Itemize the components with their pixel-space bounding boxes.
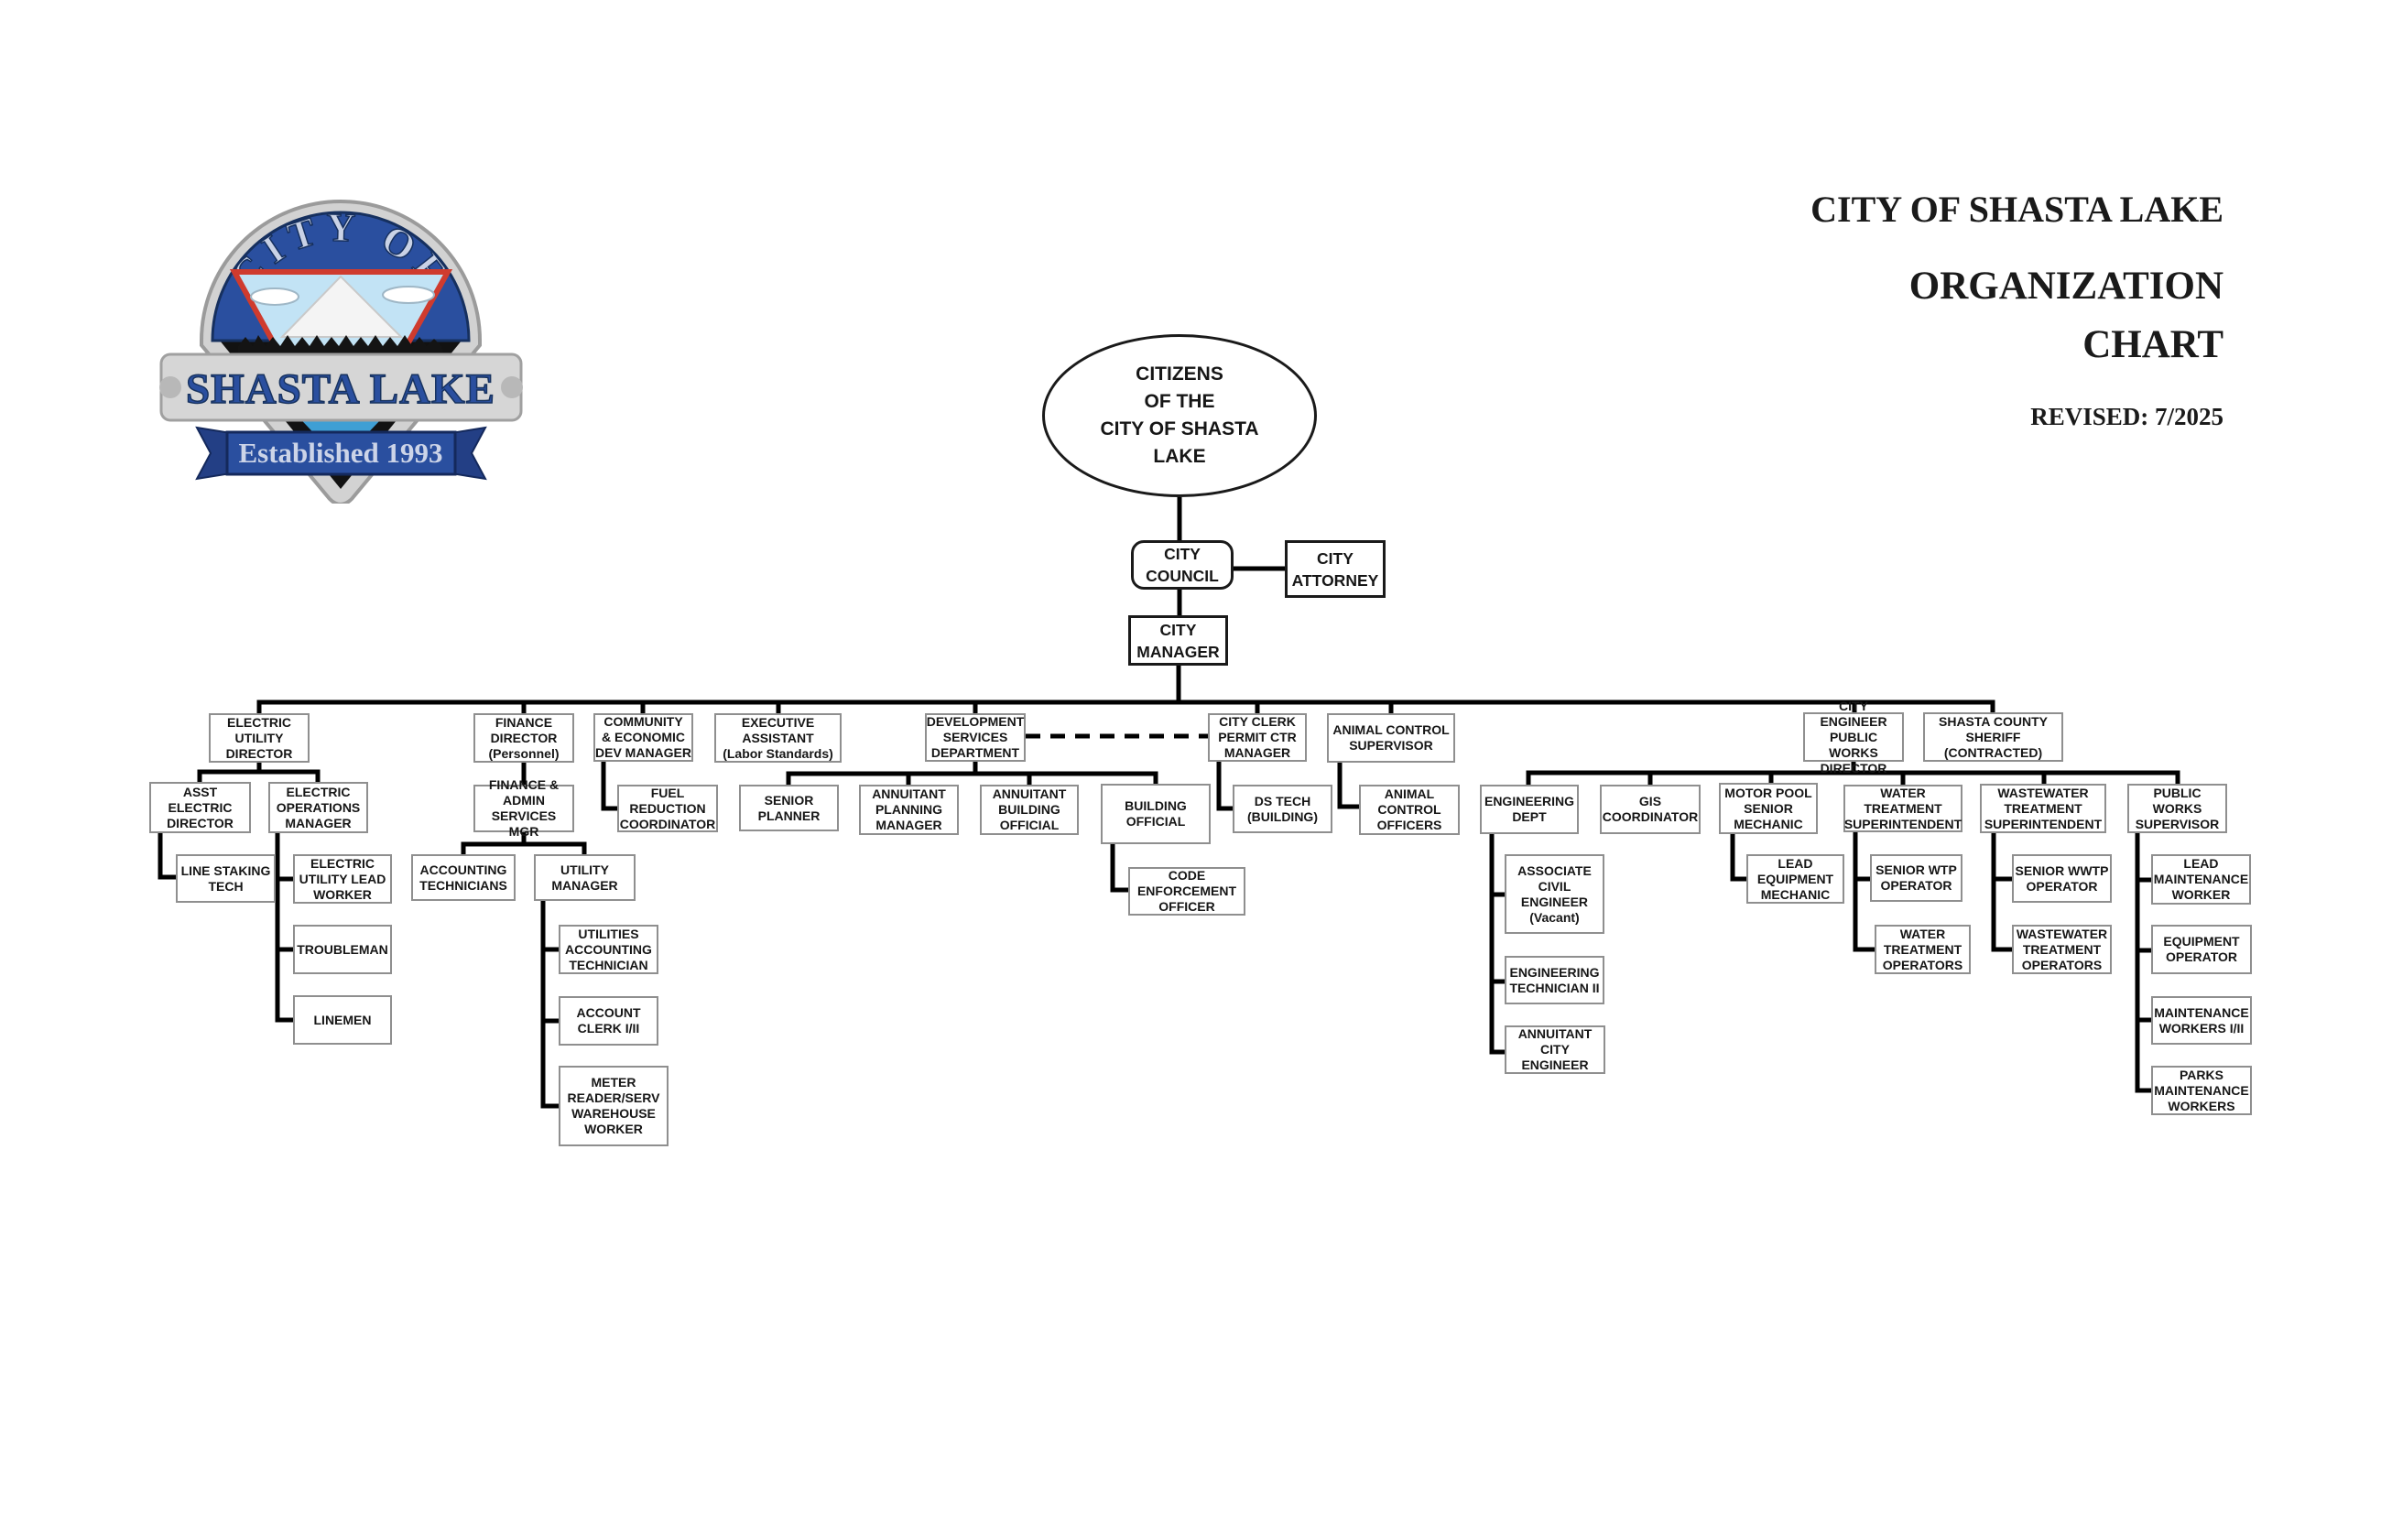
org-node-utility-manager: UTILITY MANAGER <box>534 854 636 901</box>
org-node-lead-equipment-mechanic: LEAD EQUIPMENT MECHANIC <box>1746 854 1844 904</box>
seal-banner-curl-right <box>501 376 523 398</box>
electric-ops-rail <box>275 833 293 1023</box>
seal-cloud-right <box>382 286 435 304</box>
org-node-senior-planner: SENIOR PLANNER <box>739 785 839 831</box>
org-node-development-services-department: DEVELOPMENT SERVICES DEPARTMENT <box>925 713 1026 762</box>
electric-elbow <box>197 769 321 782</box>
asst-electric-rail <box>158 833 176 880</box>
seal-mountain <box>279 275 404 338</box>
seal-treeline <box>238 335 444 355</box>
utility-manager-rail <box>540 901 559 1109</box>
org-node-public-works-supervisor: PUBLIC WORKS SUPERVISOR <box>2127 784 2227 833</box>
org-node-city-manager: CITY MANAGER <box>1128 615 1228 666</box>
org-node-city-attorney: CITY ATTORNEY <box>1285 540 1386 598</box>
seal-ribbon <box>225 430 457 476</box>
seal-cloud-left <box>250 287 299 306</box>
org-node-senior-wwtp-operator: SENIOR WWTP OPERATOR <box>2012 854 2112 903</box>
city-seal-logo: CITY OF SHASTA LAKE Established 1993 <box>159 200 523 504</box>
org-node-city-council: CITY COUNCIL <box>1131 540 1234 590</box>
page-title-line3: CHART <box>2082 323 2223 366</box>
org-node-maintenance-workers: MAINTENANCE WORKERS I/II <box>2151 996 2252 1045</box>
org-node-associate-civil-engineer: ASSOCIATE CIVIL ENGINEER (Vacant) <box>1505 854 1604 934</box>
city-engineer-elbow <box>1526 770 2180 785</box>
org-node-fuel-reduction-coordinator: FUEL REDUCTION COORDINATOR <box>617 785 718 832</box>
org-node-city-engineer-public-works-director: CITY ENGINEER PUBLIC WORKS DIRECTOR <box>1803 699 1904 775</box>
wwts-rail <box>1991 833 2012 952</box>
org-node-water-treatment-superintendent: WATER TREATMENT SUPERINTENDENT <box>1843 785 1962 832</box>
org-node-annuitant-planning-manager: ANNUITANT PLANNING MANAGER <box>859 785 959 835</box>
org-node-gis-coordinator: GIS COORDINATOR <box>1600 785 1701 834</box>
org-node-electric-utility-director: ELECTRIC UTILITY DIRECTOR <box>209 713 310 763</box>
org-node-parks-maintenance-workers: PARKS MAINTENANCE WORKERS <box>2151 1066 2252 1115</box>
org-node-utilities-accounting-technician: UTILITIES ACCOUNTING TECHNICIAN <box>559 925 658 974</box>
org-node-ds-tech-building: DS TECH (BUILDING) <box>1233 785 1332 833</box>
org-node-engineering-dept: ENGINEERING DEPT <box>1480 785 1579 834</box>
org-node-city-clerk-permit-ctr-manager: CITY CLERK PERMIT CTR MANAGER <box>1208 713 1307 762</box>
org-node-animal-control-officers: ANIMAL CONTROL OFFICERS <box>1359 785 1460 835</box>
seal-banner-curl-left <box>159 376 181 398</box>
org-node-electric-utility-lead-worker: ELECTRIC UTILITY LEAD WORKER <box>293 854 392 904</box>
org-node-engineering-technician-ii: ENGINEERING TECHNICIAN II <box>1505 956 1604 1004</box>
motor-pool-rail <box>1730 834 1746 882</box>
seal-ribbon-left <box>195 426 232 481</box>
org-node-community-economic-dev-manager: COMMUNITY & ECONOMIC DEV MANAGER <box>593 713 693 762</box>
org-node-executive-assistant: EXECUTIVE ASSISTANT (Labor Standards) <box>714 713 842 763</box>
org-node-finance-admin-services-mgr: FINANCE & ADMIN SERVICES MGR <box>473 777 574 839</box>
org-node-water-treatment-operators: WATER TREATMENT OPERATORS <box>1875 925 1971 974</box>
org-node-building-official: BUILDING OFFICIAL <box>1101 784 1211 844</box>
org-node-shasta-county-sheriff: SHASTA COUNTY SHERIFF (CONTRACTED) <box>1923 712 2063 762</box>
dsd-elbow <box>786 771 1158 785</box>
engineering-rail <box>1489 834 1505 1055</box>
fasm-elbow <box>461 841 587 854</box>
org-node-senior-wtp-operator: SENIOR WTP OPERATOR <box>1870 854 1962 902</box>
org-node-finance-director: FINANCE DIRECTOR (Personnel) <box>473 713 574 763</box>
building-official-rail <box>1110 844 1128 893</box>
seal-ribbon-right <box>451 426 487 481</box>
org-node-lead-maintenance-worker: LEAD MAINTENANCE WORKER <box>2151 854 2251 905</box>
seal-established-text: Established 1993 <box>238 437 442 469</box>
community-rail <box>601 762 617 811</box>
org-node-motor-pool-senior-mechanic: MOTOR POOL SENIOR MECHANIC <box>1719 783 1818 834</box>
org-node-equipment-operator: EQUIPMENT OPERATOR <box>2151 925 2252 974</box>
page-title-line1: CITY OF SHASTA LAKE <box>1810 189 2223 230</box>
org-node-troubleman: TROUBLEMAN <box>293 925 392 974</box>
org-node-code-enforcement-officer: CODE ENFORCEMENT OFFICER <box>1128 867 1245 916</box>
org-node-wastewater-treatment-operators: WASTEWATER TREATMENT OPERATORS <box>2012 925 2112 974</box>
wts-rail <box>1853 832 1875 952</box>
org-node-meter-reader-serv-warehouse-worker: METER READER/SERV WAREHOUSE WORKER <box>559 1066 669 1146</box>
org-node-linemen: LINEMEN <box>293 995 392 1045</box>
city-clerk-rail <box>1216 762 1233 811</box>
org-node-electric-operations-manager: ELECTRIC OPERATIONS MANAGER <box>268 782 368 833</box>
pws-rail <box>2135 833 2151 1093</box>
org-node-annuitant-city-engineer: ANNUITANT CITY ENGINEER <box>1505 1025 1605 1074</box>
page-title-line2: ORGANIZATION <box>1908 265 2223 308</box>
org-node-annuitant-building-official: ANNUITANT BUILDING OFFICIAL <box>980 785 1079 835</box>
animal-control-rail <box>1337 763 1359 809</box>
seal-city-name: SHASTA LAKE <box>186 365 495 413</box>
org-node-citizens: CITIZENS OF THE CITY OF SHASTA LAKE <box>1042 334 1317 497</box>
org-node-asst-electric-director: ASST ELECTRIC DIRECTOR <box>149 782 251 833</box>
org-node-account-clerk: ACCOUNT CLERK I/II <box>559 996 658 1046</box>
org-node-wastewater-treatment-superintendent: WASTEWATER TREATMENT SUPERINTENDENT <box>1980 784 2106 833</box>
org-node-accounting-technicians: ACCOUNTING TECHNICIANS <box>411 854 516 901</box>
top-distributor <box>256 700 1995 713</box>
org-node-line-staking-tech: LINE STAKING TECH <box>176 854 276 903</box>
org-node-animal-control-supervisor: ANIMAL CONTROL SUPERVISOR <box>1327 713 1455 763</box>
revised-date: REVISED: 7/2025 <box>2030 403 2223 430</box>
